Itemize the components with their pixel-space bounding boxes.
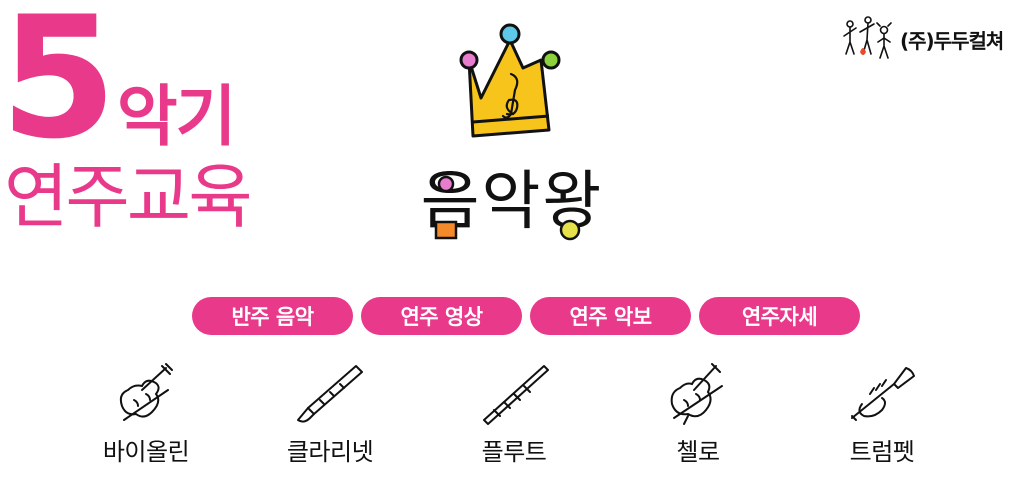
- menu-pills: 반주 음악 연주 영상 연주 악보 연주자세: [192, 297, 860, 335]
- headline: 5 악기: [0, 0, 236, 176]
- flute-icon: [483, 365, 549, 425]
- cello-icon: [670, 363, 723, 425]
- pill-accompaniment[interactable]: 반주 음악: [192, 297, 353, 335]
- performers-logo-icon: [843, 16, 892, 59]
- instrument-label: 바이올린: [102, 438, 190, 466]
- instrument-flute[interactable]: 플루트: [422, 360, 606, 467]
- instrument-label: 트럼펫: [849, 438, 915, 466]
- instrument-trumpet[interactable]: 트럼펫: [790, 360, 974, 467]
- instrument-list: 바이올린 클라리넷 플루트: [54, 360, 974, 467]
- trumpet-icon: [851, 367, 915, 421]
- brand-name: (주)두두컬쳐: [900, 28, 1004, 53]
- app-title: 음악왕: [420, 165, 604, 239]
- instrument-label: 플루트: [481, 438, 547, 466]
- pill-performance-video[interactable]: 연주 영상: [361, 297, 522, 335]
- pill-posture[interactable]: 연주자세: [699, 297, 860, 335]
- instrument-cello[interactable]: 첼로: [606, 360, 790, 467]
- crown-icon: [459, 23, 561, 138]
- instrument-label: 클라리넷: [286, 438, 374, 466]
- instrument-violin[interactable]: 바이올린: [54, 360, 238, 467]
- violin-icon: [119, 363, 173, 421]
- instrument-label: 첼로: [676, 438, 720, 466]
- clarinet-icon: [297, 365, 363, 423]
- headline-subtitle: 연주교육: [4, 156, 253, 238]
- instrument-clarinet[interactable]: 클라리넷: [238, 360, 422, 467]
- brand-logo: (주)두두컬쳐: [840, 14, 1004, 64]
- headline-number: 5: [0, 0, 117, 176]
- pill-sheet-music[interactable]: 연주 악보: [530, 297, 691, 335]
- headline-word: 악기: [116, 78, 236, 155]
